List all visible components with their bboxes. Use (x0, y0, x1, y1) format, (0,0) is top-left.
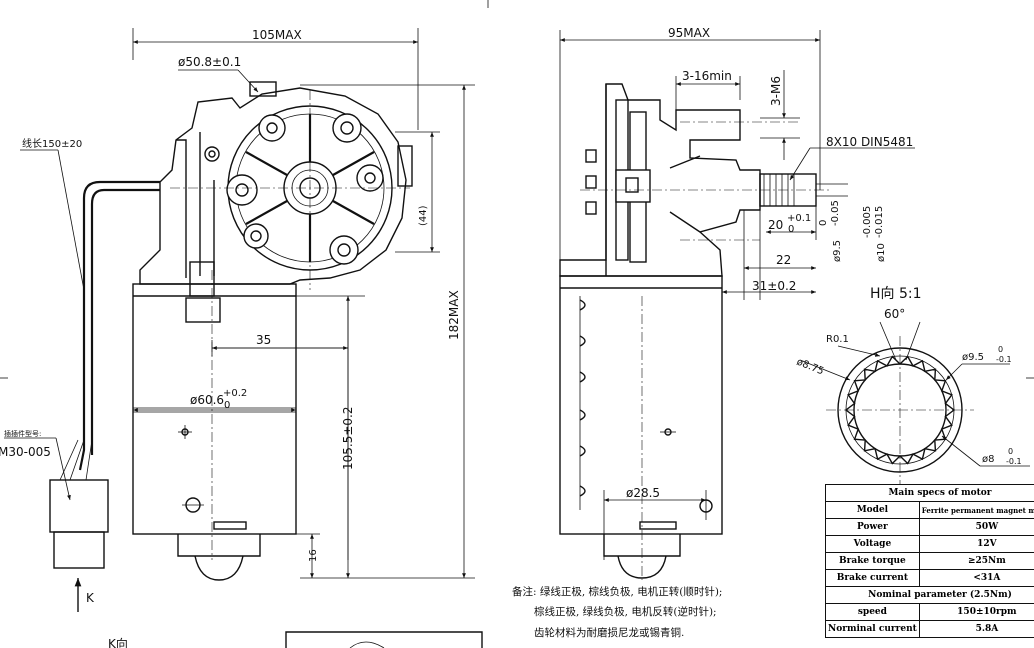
detail-dia-minor: ø8 (982, 454, 994, 465)
spec-label: Brake torque (825, 552, 920, 570)
shaft-dia-b-tol-lower: -0.015 (874, 206, 885, 238)
notes: 备注: 绿线正极, 棕线负极, 电机正转(顺时针); 棕线正极, 绿线负极, 电… (512, 585, 722, 639)
detail-dia-minor-tol-lower: -0.1 (1006, 457, 1022, 466)
offset-dim: 35 (256, 333, 271, 347)
detail-dia-major: ø9.5 (962, 352, 984, 363)
specs-title: Main specs of motor (825, 484, 1034, 502)
detail-dia-minor-tol-upper: 0 (1008, 447, 1013, 456)
view-arrow-k: K (86, 591, 95, 605)
spline-spec: 8X10 DIN5481 (826, 135, 913, 149)
shaft-dia-a-tol-lower: -0.05 (830, 200, 841, 226)
shaft-dia-a-tol-upper: 0 (818, 220, 829, 226)
right-width-dim: 95MAX (668, 26, 710, 40)
spec-label: Voltage (825, 535, 920, 553)
cable-length-dim: 线长150±20 (22, 137, 82, 150)
shaft-length-dim: 22 (776, 253, 791, 267)
spec-value: 50W (918, 518, 1034, 536)
thread-spec: 3-M6 (769, 76, 783, 106)
motor-dia-tol-lower: 0 (224, 400, 230, 411)
note-line-1: 备注: 绿线正极, 棕线负极, 电机正转(顺时针); (512, 585, 722, 598)
left-height-dim: 182MAX (447, 290, 461, 340)
shaft-dia-b-tol-upper: -0.005 (862, 206, 873, 238)
spec-value: 150±10rpm (918, 603, 1034, 621)
table-row: Brake current<31A (825, 569, 1034, 587)
motor-dia-tol-upper: +0.2 (223, 388, 247, 399)
detail-h: H向 5:1 60° R0.1 ø8.75 ø9.5 0 -0.1 ø8 0 -… (795, 286, 1030, 484)
spline-length-dim: 20 (768, 218, 783, 232)
detail-angle: 60° (884, 307, 905, 321)
spec-label: speed (825, 603, 920, 621)
specs-title-row: Main specs of motor (825, 484, 1034, 502)
spec-value: <31A (918, 569, 1034, 587)
body-length-dim: 105.5±0.2 (341, 407, 355, 471)
spec-label: Brake current (825, 569, 920, 587)
spec-label: Norminal current (825, 620, 920, 638)
spline-length-tol-upper: +0.1 (787, 213, 811, 224)
right-view: 95MAX 3-16min 3-M6 8X10 DIN5481 (559, 26, 915, 580)
left-view: 105MAX ø50.8±0.1 182MAX (44) (0, 28, 483, 648)
end-cap-dim: 16 (308, 549, 319, 562)
shaft-dia-b: ø10 (876, 243, 887, 262)
detail-radius: R0.1 (826, 334, 849, 345)
connector-label: 插插件型号: (4, 429, 41, 438)
view-k-label: K向 (108, 636, 128, 648)
spec-label: Model (825, 501, 920, 519)
spec-label: Power (825, 518, 920, 536)
left-width-dim: 105MAX (252, 28, 302, 42)
spec-value: Ferrite permanent magnet motor (918, 501, 1034, 519)
thread-length-dim: 3-16min (682, 69, 732, 83)
spec-value: ≥25Nm (918, 552, 1034, 570)
note-line-3: 齿轮材料为耐磨损尼龙或锡青铜. (534, 626, 684, 639)
spec-value: 5.8A (918, 620, 1034, 638)
table-row: Brake torque≥25Nm (825, 552, 1034, 570)
nominal-title-row: Nominal parameter (2.5Nm) (825, 586, 1034, 604)
detail-outer-dia: ø8.75 (795, 357, 825, 378)
connector-model: M30-005 (0, 445, 51, 459)
flange-dia-dim: ø50.8±0.1 (178, 55, 241, 69)
detail-h-title: H向 5:1 (870, 286, 922, 302)
detail-dia-major-tol-upper: 0 (998, 345, 1003, 354)
spline-length-tol-lower: 0 (788, 224, 794, 235)
nominal-title: Nominal parameter (2.5Nm) (825, 586, 1034, 604)
small-dia-dim: ø28.5 (626, 486, 660, 500)
note-line-2: 棕线正极, 绿线负极, 电机反转(逆时针); (534, 605, 717, 618)
detail-dia-major-tol-lower: -0.1 (996, 355, 1012, 364)
shaft-dia-a: ø9.5 (832, 240, 843, 262)
gear-center-dim: (44) (418, 205, 429, 226)
shaft-offset-dim: 31±0.2 (752, 279, 796, 293)
motor-dia-dim: ø60.6 (190, 393, 224, 407)
spec-value: 12V (918, 535, 1034, 553)
